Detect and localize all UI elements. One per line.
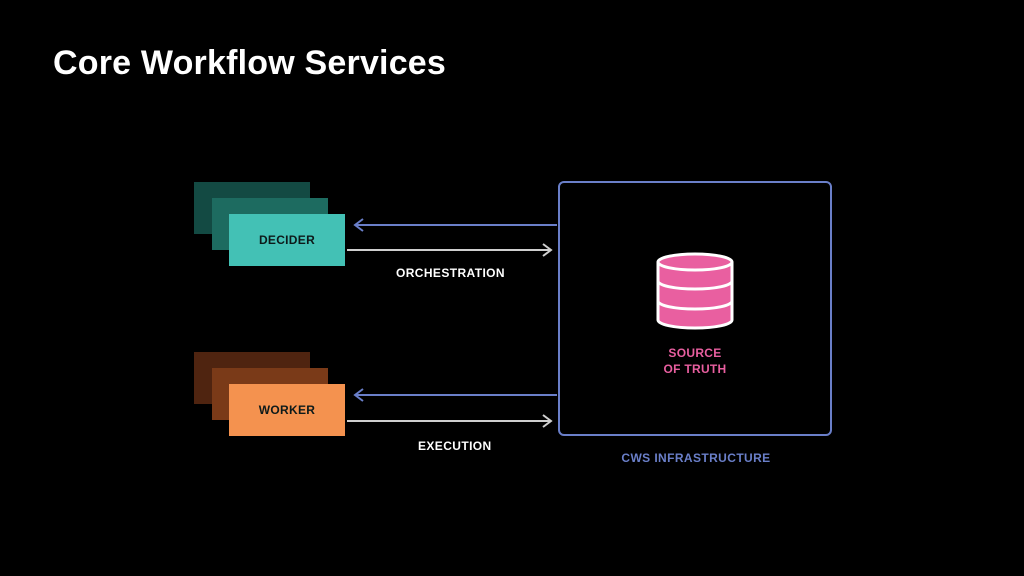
arrow-decider-to-infra <box>347 243 553 257</box>
source-of-truth-line-1: SOURCE <box>668 346 722 360</box>
cws-infrastructure-box <box>558 181 832 436</box>
worker-card: WORKER <box>229 384 345 436</box>
arrow-infra-to-worker <box>353 388 557 402</box>
arrow-infra-to-decider <box>353 218 557 232</box>
execution-label: EXECUTION <box>418 439 492 453</box>
orchestration-label: ORCHESTRATION <box>396 266 505 280</box>
arrow-worker-to-infra <box>347 414 553 428</box>
decider-label: DECIDER <box>258 233 316 247</box>
decider-card: DECIDER <box>229 214 345 266</box>
cws-infrastructure-label: CWS INFRASTRUCTURE <box>621 451 771 465</box>
database-icon <box>656 252 734 330</box>
source-of-truth-label: SOURCE OF TRUTH <box>630 345 760 377</box>
slide-title: Core Workflow Services <box>53 44 447 82</box>
source-of-truth-line-2: OF TRUTH <box>663 362 727 376</box>
worker-label: WORKER <box>258 403 316 417</box>
